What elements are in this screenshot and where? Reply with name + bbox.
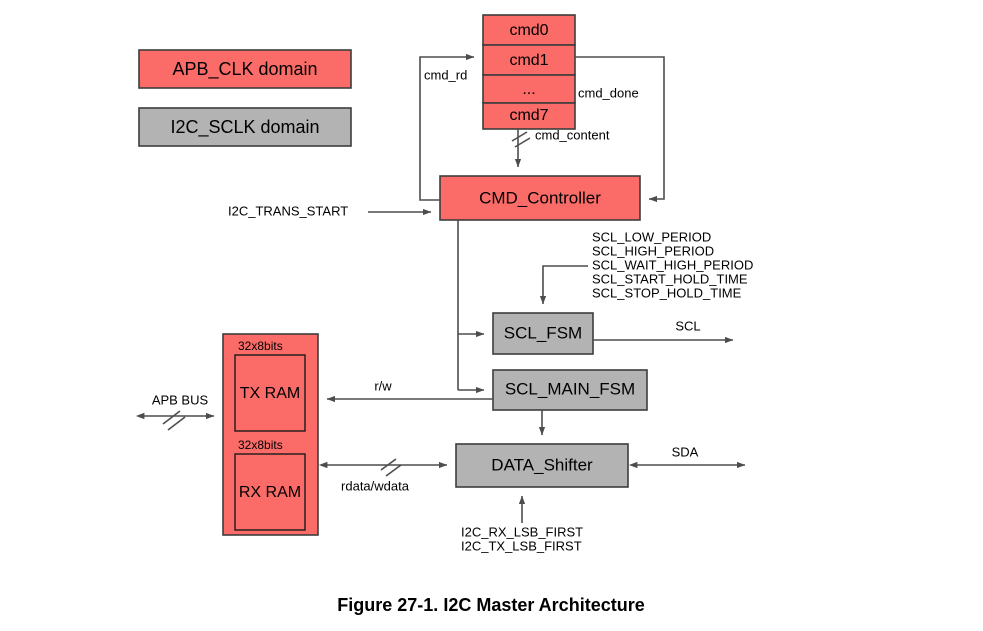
- scl-param-0-label: SCL_LOW_PERIOD: [592, 229, 711, 244]
- cmd-stack-row-1-label: cmd1: [509, 52, 548, 69]
- block-ram-group: 32x8bits TX RAM 32x8bits RX RAM: [222, 333, 319, 536]
- signal-cmd-rd-label: cmd_rd: [424, 67, 467, 82]
- signal-cmd-content: cmd_content: [511, 127, 610, 168]
- rx-ram-size-label: 32x8bits: [238, 438, 283, 452]
- scl-param-4-label: SCL_STOP_HOLD_TIME: [592, 285, 742, 300]
- cmd-stack-row-3-label: cmd7: [509, 107, 548, 124]
- signal-cmd-done-label: cmd_done: [578, 85, 639, 100]
- signal-rw-label: r/w: [374, 378, 392, 393]
- legend-item-label-apb: APB_CLK domain: [172, 59, 317, 80]
- scl-param-1-label: SCL_HIGH_PERIOD: [592, 243, 714, 258]
- tx-ram-label: TX RAM: [240, 385, 300, 402]
- block-scl-main-fsm: SCL_MAIN_FSM: [492, 369, 648, 411]
- signal-rw: r/w: [326, 378, 493, 403]
- block-data-shifter: DATA_Shifter: [455, 443, 629, 488]
- signal-apb-bus: APB BUS: [135, 392, 215, 431]
- legend-item-i2c-sclk: I2C_SCLK domain: [138, 107, 352, 147]
- figure-caption: Figure 27-1. I2C Master Architecture: [337, 595, 644, 615]
- shifter-param-1-label: I2C_TX_LSB_FIRST: [461, 538, 582, 553]
- block-cmd-controller: CMD_Controller: [439, 175, 641, 221]
- signal-apb-bus-label: APB BUS: [152, 392, 209, 407]
- scl-param-2-label: SCL_WAIT_HIGH_PERIOD: [592, 257, 753, 272]
- block-scl-main-fsm-label: SCL_MAIN_FSM: [505, 379, 635, 398]
- rx-ram-label: RX RAM: [239, 484, 301, 501]
- signal-rdata-wdata-label: rdata/wdata: [341, 478, 410, 493]
- cmd-stack-row-0-label: cmd0: [509, 22, 548, 39]
- signal-lsb-first-params: I2C_RX_LSB_FIRST I2C_TX_LSB_FIRST: [461, 495, 583, 553]
- signal-scl-params: SCL_LOW_PERIOD SCL_HIGH_PERIOD SCL_WAIT_…: [539, 229, 753, 305]
- signal-scl-label: SCL: [675, 318, 700, 333]
- signal-cmd-done: cmd_done: [575, 56, 665, 203]
- block-cmd-controller-label: CMD_Controller: [479, 188, 601, 207]
- signal-sda-label: SDA: [672, 444, 699, 459]
- signal-i2c-trans-start-label: I2C_TRANS_START: [228, 203, 348, 218]
- block-data-shifter-label: DATA_Shifter: [491, 455, 593, 474]
- cmd-stack: cmd0 cmd1 ... cmd7: [482, 14, 576, 130]
- signal-cmd-content-label: cmd_content: [535, 127, 610, 142]
- wire-cmd-controller-to-fsms: [457, 220, 485, 394]
- signal-rdata-wdata: rdata/wdata: [318, 458, 448, 493]
- block-scl-fsm: SCL_FSM: [492, 312, 594, 355]
- signal-i2c-trans-start: I2C_TRANS_START: [228, 203, 432, 218]
- tx-ram-size-label: 32x8bits: [238, 339, 283, 353]
- block-scl-fsm-label: SCL_FSM: [504, 323, 582, 342]
- scl-param-3-label: SCL_START_HOLD_TIME: [592, 271, 748, 286]
- legend-item-label-i2c: I2C_SCLK domain: [170, 117, 319, 138]
- legend-item-apb-clk: APB_CLK domain: [138, 49, 352, 89]
- shifter-param-0-label: I2C_RX_LSB_FIRST: [461, 524, 583, 539]
- signal-scl-out: SCL: [593, 318, 734, 344]
- signal-sda: SDA: [628, 444, 746, 469]
- cmd-stack-row-2-label: ...: [522, 81, 535, 98]
- signal-cmd-rd: cmd_rd: [419, 53, 475, 201]
- legend: APB_CLK domain I2C_SCLK domain: [138, 49, 352, 147]
